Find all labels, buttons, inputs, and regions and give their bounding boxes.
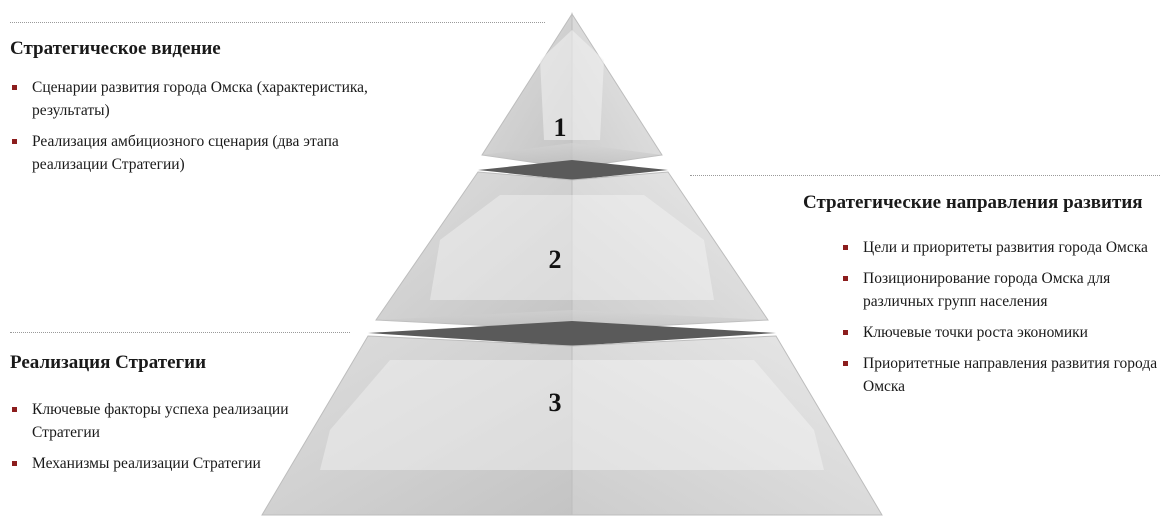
list-item: Реализация амбициозного сценария (два эт… [10, 130, 370, 176]
section-title: Стратегическое видение [10, 38, 221, 59]
list-item: Ключевые точки роста экономики [841, 321, 1161, 344]
level-number-1: 1 [553, 113, 567, 142]
list-item: Позиционирование города Омска для различ… [841, 267, 1161, 313]
level-number-3: 3 [548, 388, 562, 417]
pyramid-tier-1 [481, 12, 663, 169]
list-item: Сценарии развития города Омска (характер… [10, 76, 370, 122]
bullet-list: Цели и приоритеты развития города Омска … [841, 236, 1161, 398]
section-strategic-directions: Стратегические направления развития Цели… [803, 190, 1157, 406]
bullet-list: Ключевые факторы успеха реализации Страт… [10, 398, 310, 475]
list-item: Приоритетные направления развития города… [841, 352, 1161, 398]
separator-2-3 [368, 321, 776, 346]
list-item: Ключевые факторы успеха реализации Страт… [10, 398, 310, 444]
divider-bottom-left [10, 332, 350, 333]
list-item: Механизмы реализации Стратегии [10, 452, 310, 475]
section-title: Реализация Стратегии [10, 352, 207, 373]
section-title: Стратегические направления развития [803, 192, 1143, 213]
pyramid-tier-3 [261, 335, 883, 516]
list-item: Цели и приоритеты развития города Омска [841, 236, 1161, 259]
level-number-2: 2 [548, 245, 562, 274]
section-strategic-vision: Стратегическое видение Сценарии развития… [10, 36, 370, 184]
bullet-list: Сценарии развития города Омска (характер… [10, 76, 370, 176]
divider-top-left [10, 22, 545, 23]
pyramid-tier-2 [375, 171, 769, 331]
separator-1-2 [478, 160, 668, 180]
section-implementation: Реализация Стратегии Ключевые факторы ус… [10, 350, 310, 483]
divider-right [690, 175, 1160, 176]
